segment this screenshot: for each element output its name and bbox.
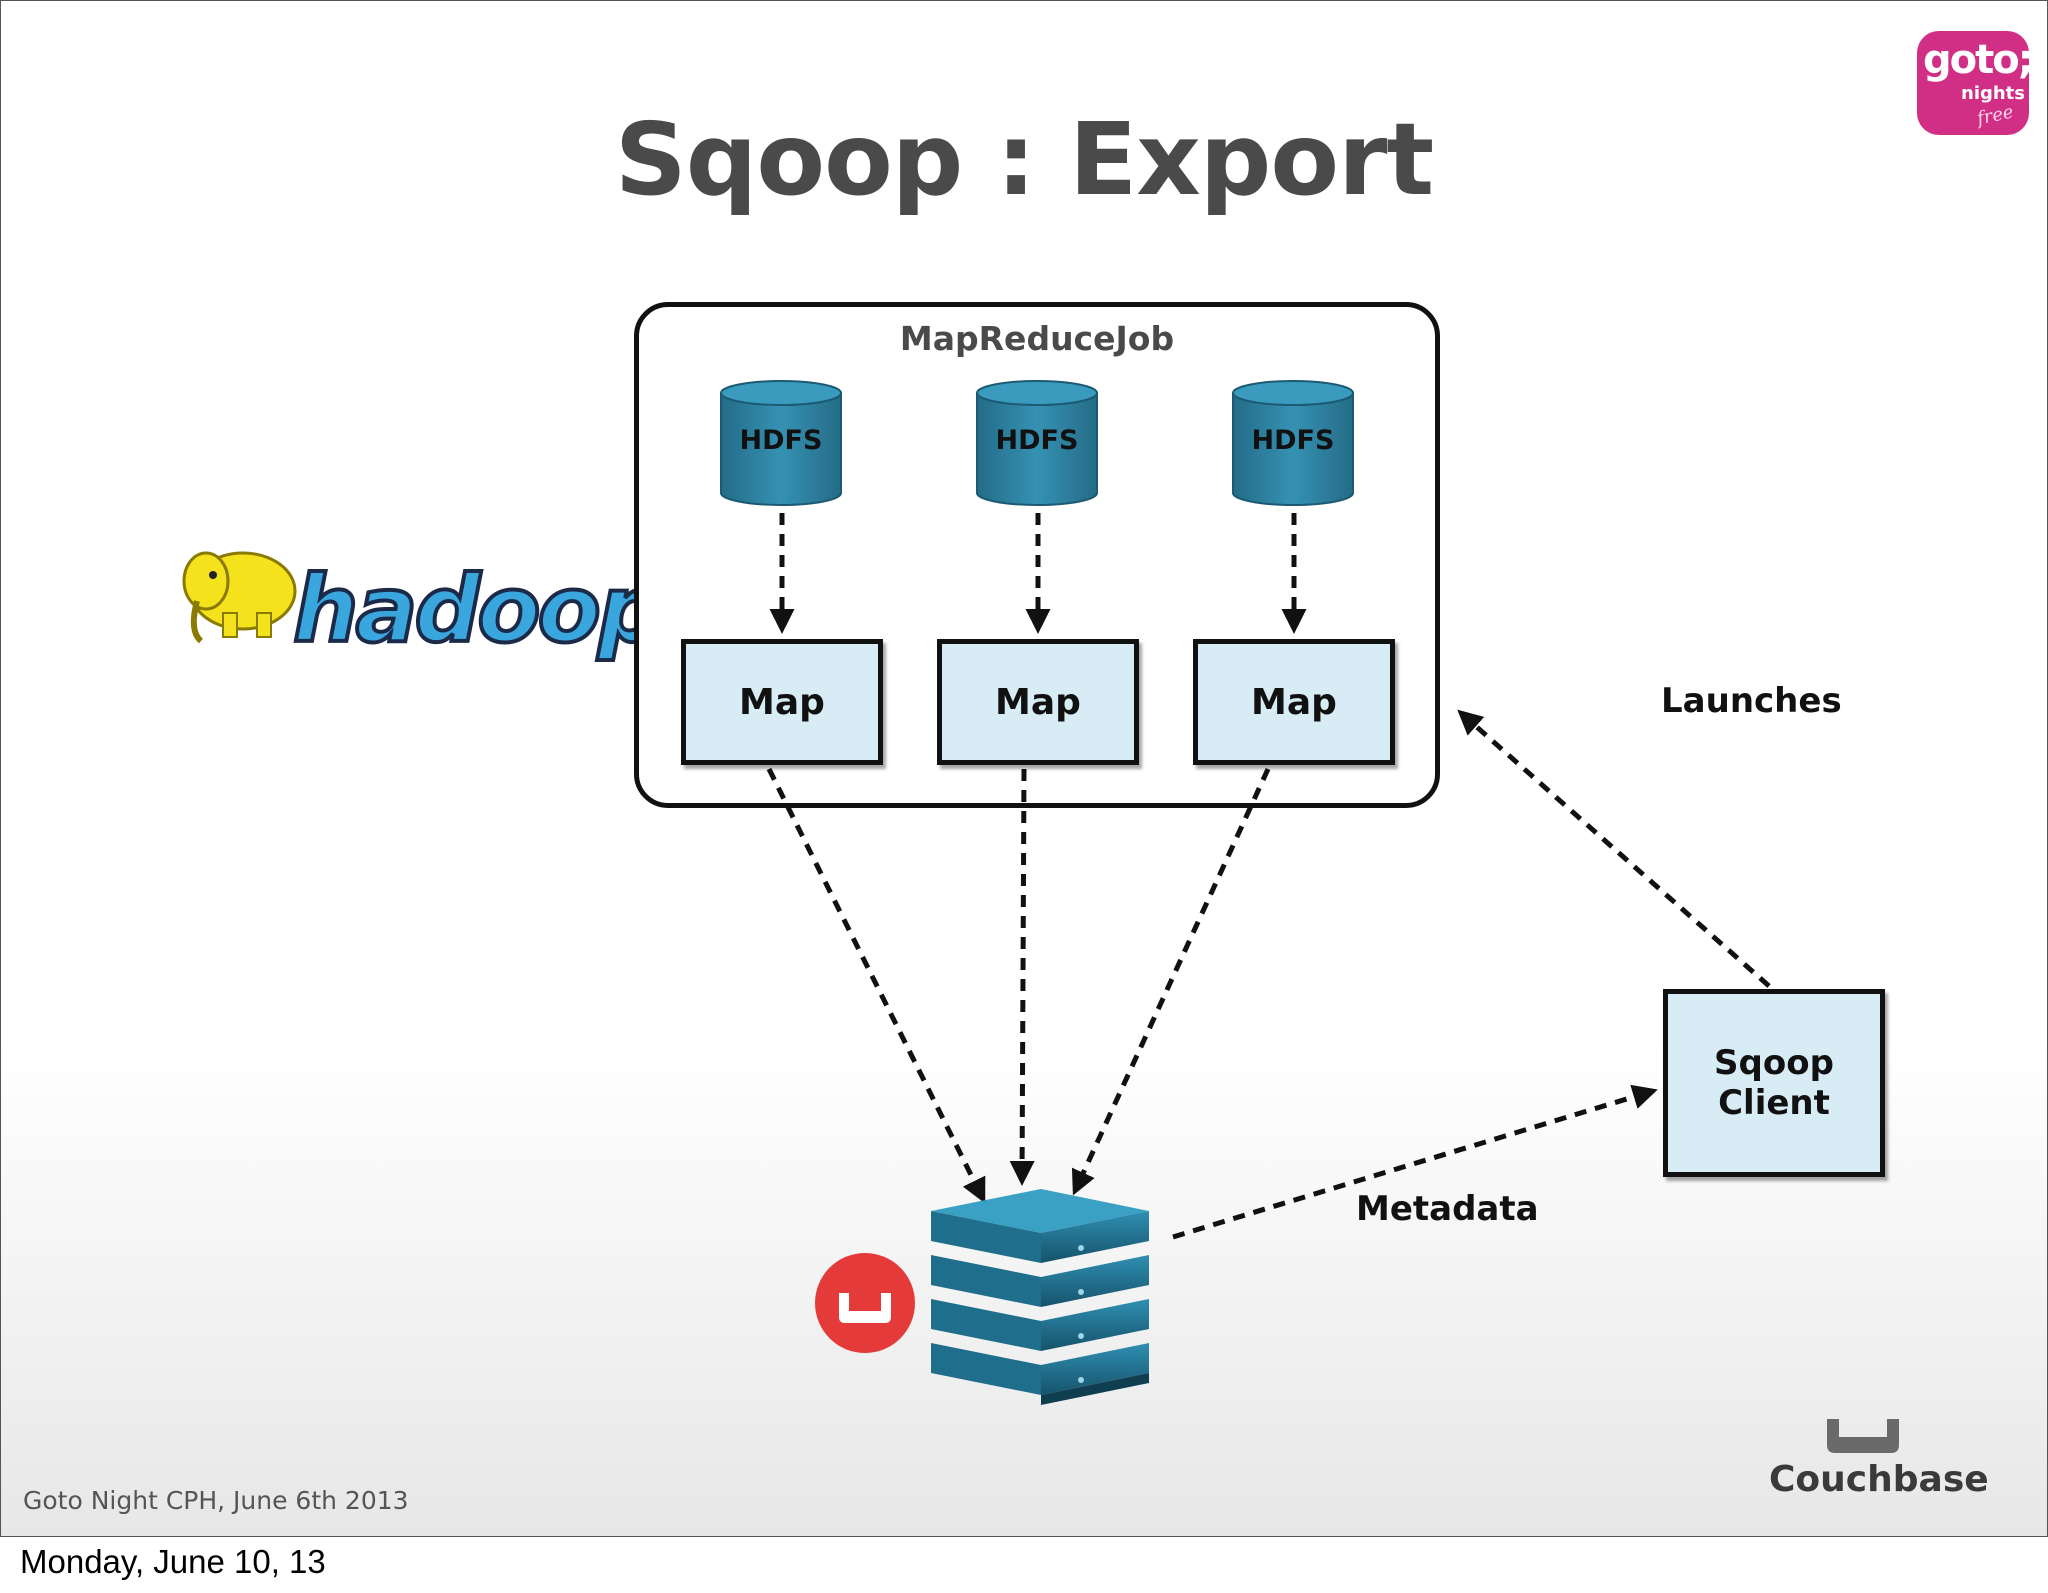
metadata-label: Metadata bbox=[1356, 1189, 1539, 1229]
arrow-map2-to-server bbox=[1009, 768, 1035, 1186]
hdfs-cylinder-3 bbox=[1232, 380, 1354, 506]
arrow-map3-to-server bbox=[1071, 767, 1271, 1196]
arrow-map1-to-server bbox=[766, 767, 986, 1204]
date-caption: Monday, June 10, 13 bbox=[20, 1543, 326, 1580]
hdfs-label-3: HDFS bbox=[1251, 425, 1335, 456]
map-box-3: Map bbox=[1193, 639, 1395, 765]
goto-logo-subtext: nights bbox=[1961, 83, 2026, 104]
couchbase-red-logo-icon bbox=[815, 1253, 915, 1353]
server-stack-icon bbox=[931, 1189, 1149, 1405]
hdfs-cylinder-1 bbox=[720, 380, 842, 506]
couchbase-wordmark: Couchbase bbox=[1769, 1459, 1989, 1500]
goto-nights-logo: goto; nights free bbox=[1917, 31, 2029, 135]
hdfs-label-1: HDFS bbox=[739, 425, 823, 456]
map-box-1: Map bbox=[681, 639, 883, 765]
sqoop-client-line2: Client bbox=[1718, 1083, 1830, 1123]
map-box-2: Map bbox=[937, 639, 1139, 765]
hdfs-label-2: HDFS bbox=[995, 425, 1079, 456]
goto-logo-text: goto; bbox=[1923, 37, 2029, 83]
hadoop-wordmark: hadoop bbox=[291, 554, 666, 665]
launches-label: Launches bbox=[1661, 681, 1842, 721]
slide-footer: Goto Night CPH, June 6th 2013 bbox=[23, 1486, 409, 1515]
sqoop-client-box: Sqoop Client bbox=[1663, 989, 1885, 1177]
slide-title: Sqoop : Export bbox=[614, 101, 1434, 218]
hdfs-cylinder-2 bbox=[976, 380, 1098, 506]
slide: Sqoop : Export goto; nights free hadoop … bbox=[0, 0, 2048, 1537]
couchbase-corner-logo-icon bbox=[1827, 1419, 1899, 1453]
arrow-launches bbox=[1457, 709, 1771, 988]
mapreduce-job-title: MapReduceJob bbox=[899, 319, 1175, 358]
sqoop-client-line1: Sqoop bbox=[1714, 1043, 1834, 1083]
